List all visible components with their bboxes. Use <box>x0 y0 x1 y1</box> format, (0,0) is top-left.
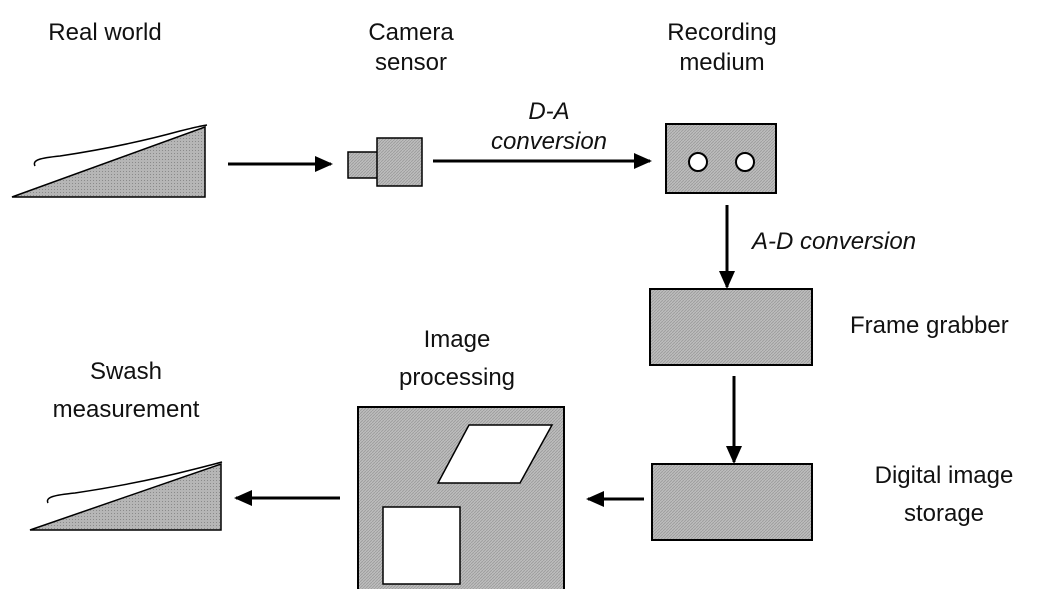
camera-icon <box>347 137 423 187</box>
d-a-conversion-label-line1: D-A <box>528 98 569 125</box>
cassette-icon <box>665 123 777 194</box>
d-a-conversion-label-line2: conversion <box>491 128 607 155</box>
digital-image-storage-label-line1: Digital image <box>875 462 1014 489</box>
camera-sensor-label-line1: Camera <box>368 19 454 46</box>
image-processing-label-line1: Image <box>424 326 491 353</box>
beach-slope-icon <box>11 124 208 198</box>
digital-image-storage-label-line2: storage <box>904 500 984 527</box>
recording-medium-label-line2: medium <box>679 49 764 76</box>
real-world-label: Real world <box>48 19 161 46</box>
image-processing-label-line2: processing <box>399 364 515 391</box>
a-d-conversion-label: A-D conversion <box>750 228 916 255</box>
image-processing-panel <box>357 406 565 589</box>
digital-image-storage-box <box>651 463 813 541</box>
recording-medium-label-line1: Recording <box>667 19 776 46</box>
swash-measurement-label-line2: measurement <box>53 396 200 423</box>
frame-grabber-label: Frame grabber <box>850 312 1009 339</box>
camera-sensor-label-line2: sensor <box>375 49 447 76</box>
beach-slope-icon <box>29 461 223 531</box>
frame-grabber-box <box>649 288 813 366</box>
swash-measurement-label-line1: Swash <box>90 358 162 385</box>
